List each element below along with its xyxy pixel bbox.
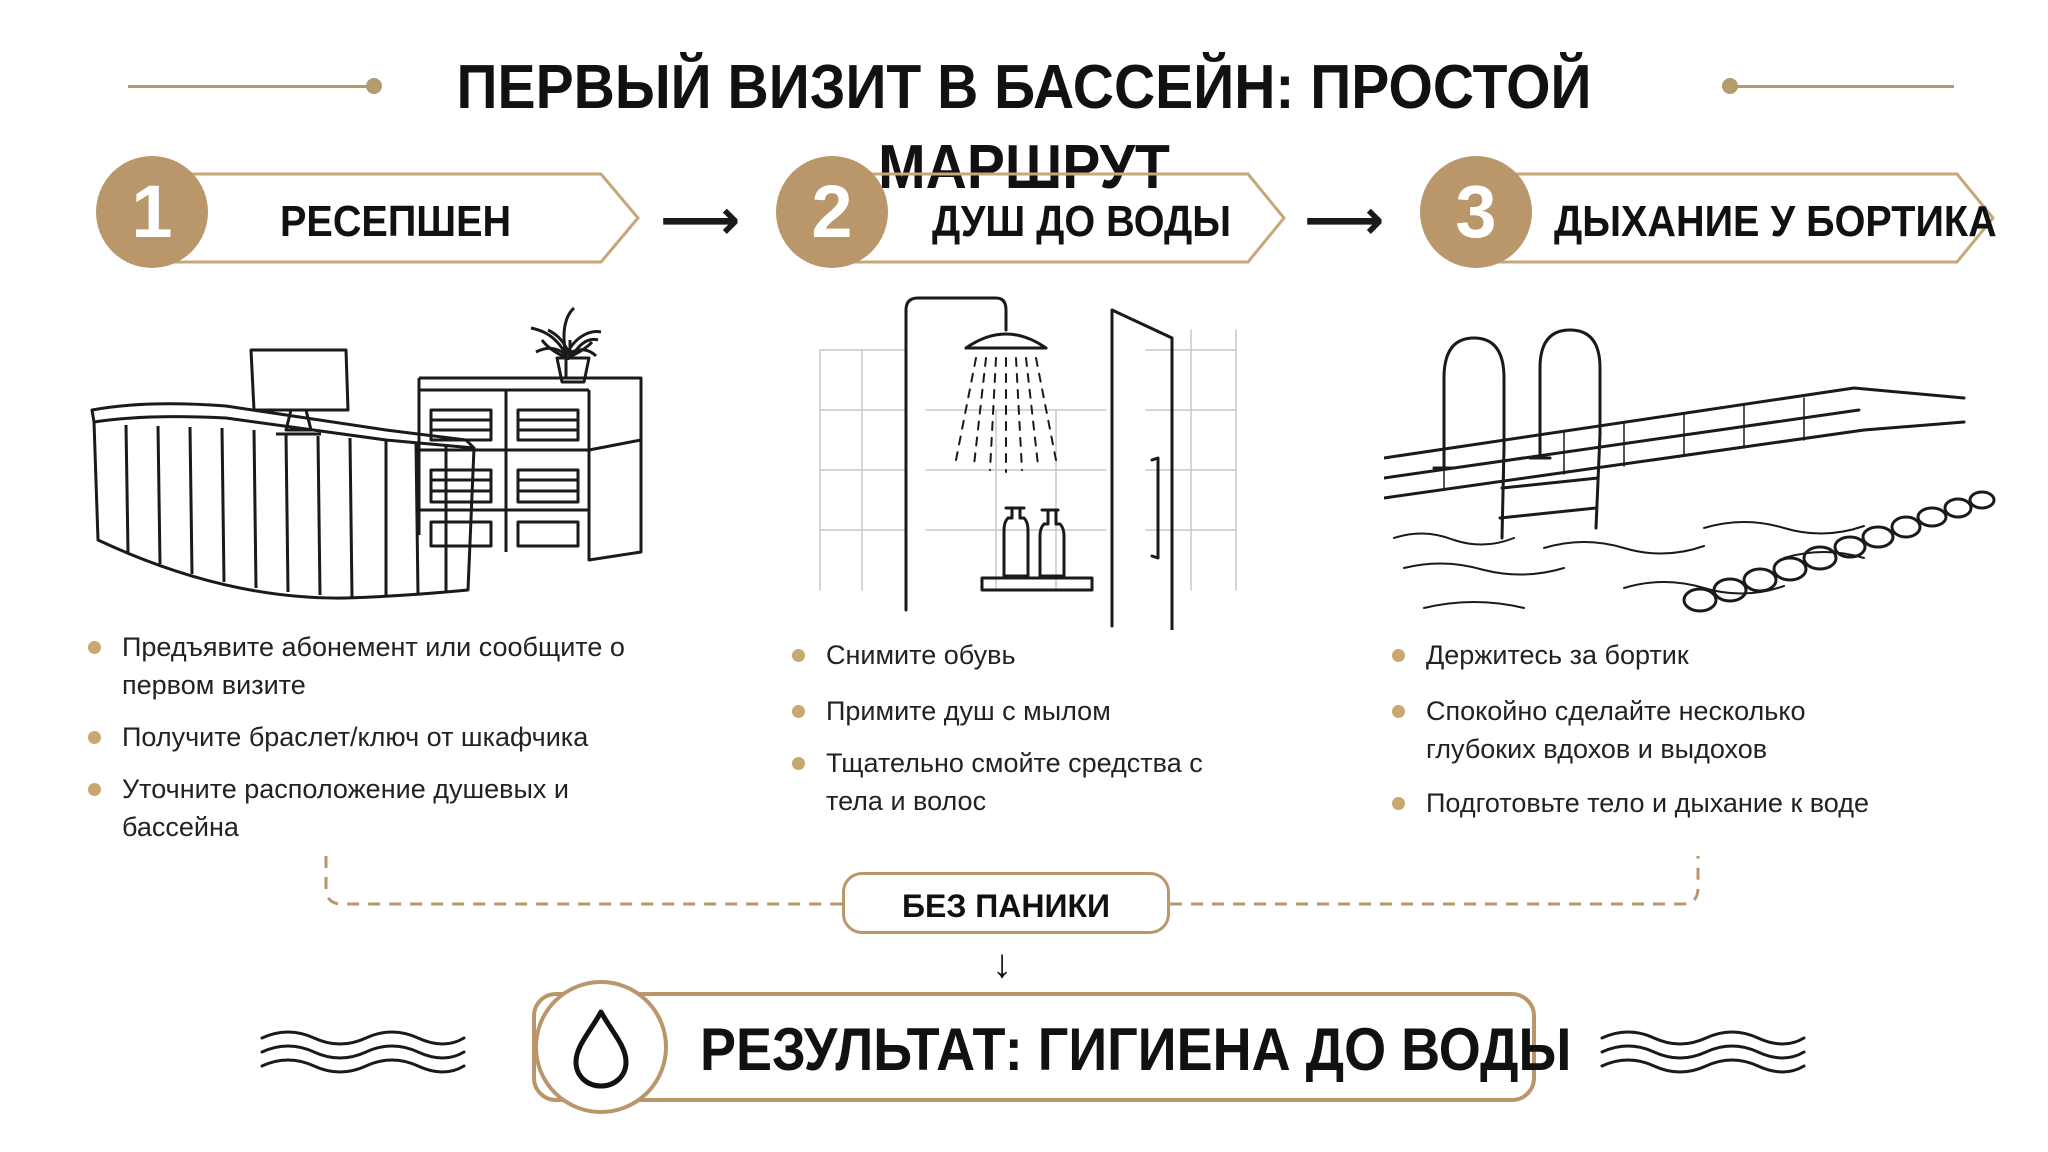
header-dot-left [366,78,382,94]
bullet-dot-icon [88,783,101,796]
step-1-bullets: Предъявите абонемент или сообщите о перв… [88,628,628,860]
shower-icon [819,296,1237,630]
step-3-banner-icon [1476,172,1995,264]
step-1-banner-icon [152,172,640,264]
list-item: Предъявите абонемент или сообщите о перв… [88,628,628,704]
step-2: 2 ДУШ ДО ВОДЫ [776,152,1296,282]
water-drop-icon [573,1009,629,1089]
bullet-dot-icon [1392,705,1405,718]
list-item: Подготовьте тело и дыхание к воде [1392,784,1912,822]
page-title: ПЕРВЫЙ ВИЗИТ В БАССЕЙН: ПРОСТОЙ МАРШРУТ [456,53,1592,202]
wave-left-icon [260,1030,466,1074]
header-dot-right [1722,78,1738,94]
bullet-dot-icon [1392,797,1405,810]
step-3-label: ДЫХАНИЕ У БОРТИКА [1554,197,1997,246]
result-icon-circle [534,980,668,1114]
list-item: Тщательно смойте средства с тела и волос [792,744,1262,820]
arrow-right-icon: ⟶ [660,188,741,251]
header-rule-left [128,85,372,88]
bullet-dot-icon [1392,649,1405,662]
arrow-right-icon: ⟶ [1304,188,1385,251]
list-item: Получите браслет/ключ от шкафчика [88,718,628,756]
pool-ladder-icon [1384,328,1996,613]
connector-label: БЕЗ ПАНИКИ [842,872,1170,934]
step-1-label: РЕСЕПШЕН [280,197,512,246]
list-item: Спокойно сделайте несколько глубоких вдо… [1392,692,1912,768]
step-1: 1 РЕСЕПШЕН [96,152,646,282]
list-item: Примите душ с мылом [792,692,1262,730]
step-2-banner-icon [832,172,1286,264]
arrow-down-icon: ↓ [992,942,1012,986]
step-2-label: ДУШ ДО ВОДЫ [932,197,1232,246]
step-2-bullets: Снимите обувь Примите душ с мылом Тщател… [792,636,1262,834]
step-3-number: 3 [1420,156,1532,268]
header-rule-right [1736,85,1954,88]
bullet-dot-icon [792,705,805,718]
bullet-dot-icon [88,641,101,654]
step-3: 3 ДЫХАНИЕ У БОРТИКА [1420,152,2000,282]
step-1-number: 1 [96,156,208,268]
bullet-dot-icon [792,649,805,662]
list-item: Держитесь за бортик [1392,636,1912,674]
list-item: Снимите обувь [792,636,1262,674]
result-label: РЕЗУЛЬТАТ: ГИГИЕНА ДО ВОДЫ [700,1016,1572,1083]
reception-desk-icon [90,306,643,600]
bullet-dot-icon [792,757,805,770]
step-3-bullets: Держитесь за бортик Спокойно сделайте не… [1392,636,1912,836]
bullet-dot-icon [88,731,101,744]
step-2-number: 2 [776,156,888,268]
wave-right-icon [1600,1030,1806,1074]
list-item: Уточните расположение душевых и бассейна [88,770,628,846]
